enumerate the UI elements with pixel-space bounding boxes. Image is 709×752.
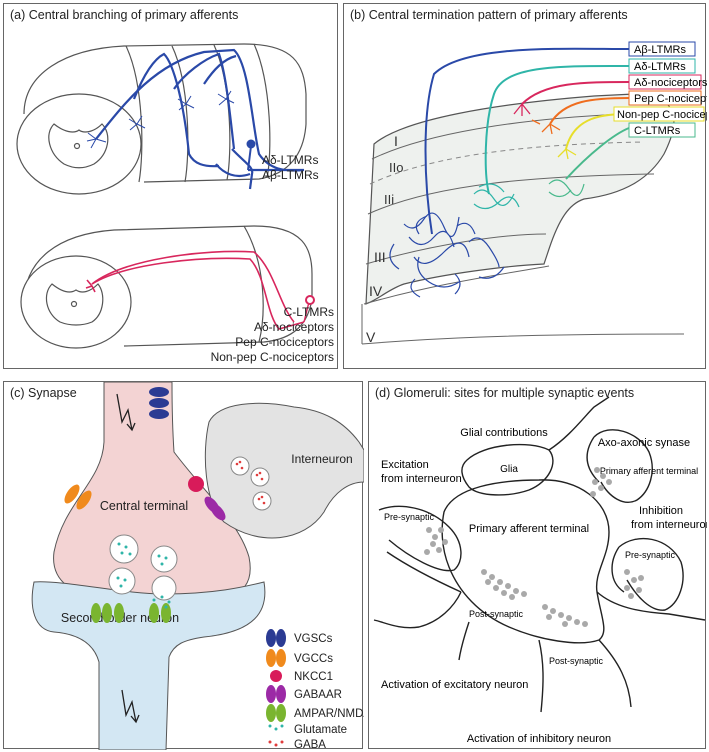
legend-label-1: VGSCs	[294, 633, 333, 645]
glomerulus-vesicles	[424, 467, 644, 627]
nkcc1-transporter	[188, 476, 204, 492]
panel-c-title: (c) Synapse	[10, 386, 77, 400]
label-pat-main: Primary afferent terminal	[469, 523, 589, 535]
fiber-label-2: Aδ-LTMRs	[634, 61, 686, 73]
label-excitation-2: from interneuron	[381, 473, 462, 485]
label-glial-contributions: Glial contributions	[460, 427, 548, 439]
label-pat-small: Primary afferent terminal	[600, 466, 698, 476]
panel-d-title: (d) Glomeruli: sites for multiple synapt…	[375, 386, 635, 400]
ab-ltmr-arbor	[389, 212, 505, 298]
lamina-label-6: V	[366, 329, 376, 345]
nociceptor-terminals	[513, 103, 577, 160]
fiber-ad-ltmr	[484, 64, 630, 195]
fiber-label-3: Aδ-nociceptors	[634, 77, 707, 89]
panel-a-bottom-label-3: Pep C-nociceptors	[235, 335, 334, 349]
fiber-label-4: Pep C-nociceptors	[634, 93, 707, 105]
afferent-branches	[86, 90, 235, 149]
gaba-vesicles	[230, 456, 272, 511]
lamina-label-2: IIo	[389, 160, 403, 175]
interneuron-label: Interneuron	[291, 452, 352, 466]
ampar-nmdar-receptors	[91, 603, 171, 623]
interneuron	[204, 402, 364, 539]
panel-a-illustration: Aδ-LTMRs Aβ-LTMRs C-LTMRs Aδ-nociceptors…	[16, 43, 334, 364]
label-pre-synaptic-1: Pre-synaptic	[384, 512, 435, 522]
legend-label-3: NKCC1	[294, 671, 333, 683]
lamina-label-5: IV	[369, 283, 383, 299]
label-inhibition-2: from interneuron	[631, 519, 707, 531]
lamina-label-3: IIi	[384, 192, 394, 207]
panel-a-bottom-label-2: Aδ-nociceptors	[254, 320, 334, 334]
action-potential-arrow-bottom	[121, 689, 140, 724]
panel-a-top-label-1: Aδ-LTMRs	[262, 153, 318, 167]
panel-d: (d) Glomeruli: sites for multiple synapt…	[368, 381, 707, 749]
panel-b-illustration: I IIo IIi III IV V	[361, 41, 707, 345]
panel-a-top-label-2: Aβ-LTMRs	[262, 168, 319, 182]
panel-d-illustration: Glial contributions Glia Axo-axonic syna…	[373, 396, 707, 745]
ad-ltmr-arbor	[473, 183, 520, 210]
label-excitation-1: Excitation	[381, 459, 429, 471]
spinal-cord-top	[16, 43, 307, 195]
dorsal-horn	[361, 93, 685, 345]
label-pre-synaptic-2: Pre-synaptic	[625, 550, 676, 560]
gaba-dots	[235, 460, 266, 505]
legend-label-4: GABAAR	[294, 689, 342, 701]
synapse-legend: VGSCs VGCCs NKCC1 GABAAR AMPAR/NMDAR Glu…	[266, 629, 364, 750]
fiber-ad-nociceptor	[521, 81, 630, 105]
legend-label-6: Glutamate	[294, 724, 347, 736]
panel-a-bottom-label-1: C-LTMRs	[284, 305, 334, 319]
label-activation-inhibitory: Activation of inhibitory neuron	[467, 733, 611, 745]
lamina-label-1: I	[394, 133, 398, 149]
vgsc-channels	[149, 387, 169, 419]
legend-label-5: AMPAR/NMDAR	[294, 708, 364, 720]
afferent-soma-bottom	[305, 295, 315, 305]
panel-c-illustration: Central terminal Interneuron Second-orde…	[31, 382, 364, 750]
c-fiber-afferent	[85, 250, 305, 330]
panel-a-title: (a) Central branching of primary afferen…	[10, 8, 239, 22]
label-post-synaptic-2: Post-synaptic	[549, 656, 604, 666]
c-ltmr-arbor	[548, 179, 585, 198]
label-post-synaptic-1: Post-synaptic	[469, 609, 524, 619]
panel-a: (a) Central branching of primary afferen…	[3, 3, 338, 369]
panel-b: (b) Central termination pattern of prima…	[343, 3, 707, 369]
panel-a-bottom-label-4: Non-pep C-nociceptors	[211, 350, 334, 364]
label-glia: Glia	[500, 464, 518, 475]
glutamate-dots	[116, 542, 171, 609]
legend-label-2: VGCCs	[294, 653, 333, 665]
central-terminal-label: Central terminal	[100, 499, 188, 513]
spinal-cord-bottom	[20, 225, 313, 349]
label-axo-axonic: Axo-axonic synase	[598, 437, 690, 449]
glutamate-vesicles	[108, 534, 178, 601]
fiber-labels: Aβ-LTMRs Aδ-LTMRs Aδ-nociceptors Pep C-n…	[613, 41, 707, 138]
gabaar-receptor	[204, 496, 226, 521]
legend-label-7: GABA	[294, 739, 326, 750]
second-order-neuron	[31, 581, 266, 750]
panel-b-title: (b) Central termination pattern of prima…	[350, 8, 628, 22]
label-activation-excitatory: Activation of excitatory neuron	[381, 679, 528, 691]
fiber-c-ltmr	[565, 127, 630, 180]
fiber-label-6: C-LTMRs	[634, 125, 681, 137]
panel-c: (c) Synapse Central terminal Interneuron…	[3, 381, 364, 750]
fiber-label-1: Aβ-LTMRs	[634, 44, 686, 56]
vgcc-channels	[64, 484, 92, 510]
action-potential-arrow-top	[116, 393, 136, 432]
label-inhibition-1: Inhibition	[639, 505, 683, 517]
fiber-ab-ltmr	[424, 47, 630, 235]
glomerulus-outlines	[373, 396, 706, 713]
fiber-pep-c-nociceptor	[549, 97, 630, 125]
afferent-soma-top	[246, 139, 256, 149]
fiber-label-5: Non-pep C-nociceptors	[617, 109, 707, 121]
lamina-label-4: III	[374, 249, 386, 265]
